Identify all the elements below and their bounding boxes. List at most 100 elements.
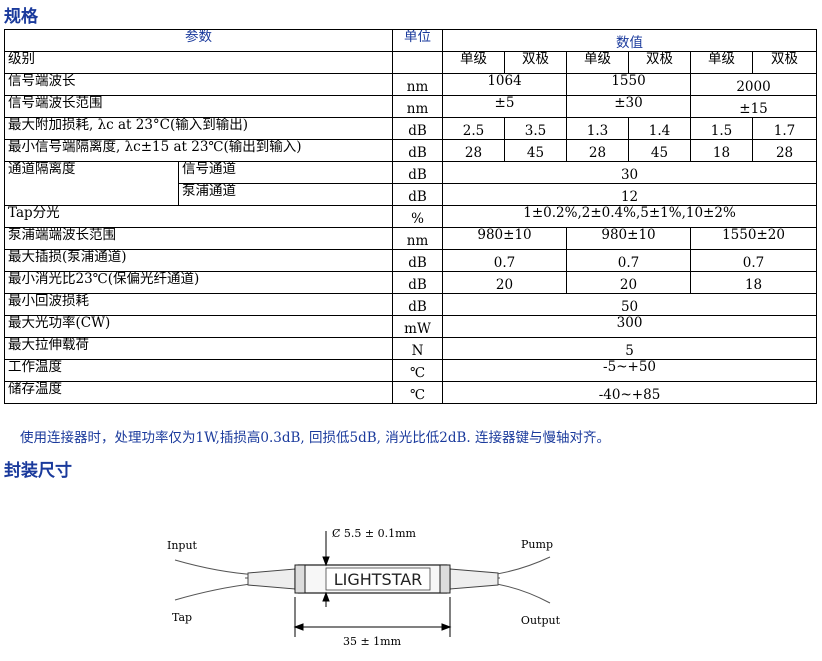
value-cell: 28 (751, 139, 818, 162)
row-label: 信号端波长 (4, 73, 393, 96)
row-label: 信号端波长范围 (4, 95, 393, 118)
right-boot (449, 568, 499, 590)
table-row: 最大附加损耗, λc at 23°C(输入到输出) dB 2.5 3.5 1.3… (4, 117, 818, 140)
value-cell: 980±10 (442, 227, 567, 250)
table-row: 最大光功率(CW) mW 300 (4, 315, 818, 338)
port-tap-label: Tap (172, 611, 192, 624)
package-drawing: LIGHTSTAR Ȼ 5.5 ± 0.1mm 35 ± 1mm Input T… (167, 527, 561, 648)
value-cell: 18 (689, 271, 818, 294)
brand-label: LIGHTSTAR (334, 570, 423, 589)
row-label: 通道隔离度 (4, 161, 179, 206)
unit-cell: dB (392, 139, 443, 162)
value-cell: 28 (566, 139, 629, 162)
value-cell: 3.5 (504, 117, 567, 140)
value-cell: 30 (441, 161, 818, 184)
header-param: 参数 (4, 29, 393, 52)
row-label: 工作温度 (4, 359, 393, 382)
value-cell: 1±0.2%,2±0.4%,5±1%,10±2% (441, 205, 818, 228)
diameter-label: Ȼ 5.5 ± 0.1mm (332, 527, 417, 540)
unit-cell: ℃ (392, 381, 443, 404)
package-section-title: 封装尺寸 (4, 461, 72, 481)
value-cell: -5~+50 (441, 359, 818, 382)
value-cell: 1.7 (751, 117, 818, 140)
unit-cell: dB (392, 161, 443, 184)
value-cell: 2.5 (442, 117, 505, 140)
row-label: 最大光功率(CW) (4, 315, 393, 338)
table-row: 最小信号端隔离度, λc±15 at 23℃(输出到输入) dB 28 45 2… (4, 139, 818, 162)
grade-cell: 单级 (566, 51, 629, 74)
grade-cell: 双极 (751, 51, 818, 74)
row-label: 最小信号端隔离度, λc±15 at 23℃(输出到输入) (4, 139, 393, 162)
row-sublabel: 泵浦通道 (178, 183, 393, 206)
spec-section-title: 规格 (4, 7, 38, 27)
value-cell: 980±10 (566, 227, 691, 250)
unit-cell: mW (392, 315, 443, 338)
unit-cell: nm (392, 95, 443, 118)
row-label: Tap分光 (4, 205, 393, 228)
table-row: 泵浦端端波长范围 nm 980±10 980±10 1550±20 (4, 227, 818, 250)
table-row: 信号端波长 nm 1064 1550 2000 (4, 73, 818, 96)
table-row: 工作温度 ℃ -5~+50 (4, 359, 818, 382)
value-cell: 0.7 (442, 249, 567, 272)
value-cell: 1550±20 (689, 227, 818, 250)
header-unit: 单位 (392, 29, 443, 52)
header-value: 数值 (441, 29, 818, 52)
unit-cell (392, 51, 443, 74)
table-header-row: 参数 单位 数值 (4, 29, 818, 52)
row-label: 储存温度 (4, 381, 393, 404)
unit-cell: dB (392, 117, 443, 140)
length-label: 35 ± 1mm (343, 635, 402, 648)
diameter-dimension (322, 531, 330, 607)
row-label: 最小回波损耗 (4, 293, 393, 316)
table-row: 通道隔离度 信号通道 dB 30 (4, 161, 818, 206)
port-output-label: Output (521, 614, 561, 627)
spec-table: 参数 单位 数值 级别 单级 双极 单级 双极 单级 双极 信号端波长 nm 1… (4, 29, 818, 404)
value-cell: -40~+85 (441, 381, 818, 404)
row-sublabel: 信号通道 (178, 161, 393, 184)
table-row: Tap分光 % 1±0.2%,2±0.4%,5±1%,10±2% (4, 205, 818, 228)
value-cell: 300 (441, 315, 818, 338)
row-label: 最大附加损耗, λc at 23°C(输入到输出) (4, 117, 393, 140)
value-cell: 5 (441, 337, 818, 360)
row-label: 最小消光比23℃(保偏光纤通道) (4, 271, 393, 294)
length-dimension (293, 597, 452, 637)
value-cell: 0.7 (689, 249, 818, 272)
port-pump-label: Pump (521, 538, 553, 551)
value-cell: ±5 (442, 95, 567, 118)
brand-box (325, 567, 431, 591)
value-cell: 45 (628, 139, 691, 162)
value-cell: 1064 (442, 73, 567, 96)
grade-cell: 双极 (628, 51, 691, 74)
table-row: 最小消光比23℃(保偏光纤通道) dB 20 20 18 (4, 271, 818, 294)
value-cell: 28 (442, 139, 505, 162)
value-cell: 12 (441, 183, 818, 206)
table-row: 储存温度 ℃ -40~+85 (4, 381, 818, 404)
left-boot (247, 568, 296, 590)
value-cell: 1.4 (628, 117, 691, 140)
value-cell: 0.7 (566, 249, 691, 272)
unit-cell: dB (392, 271, 443, 294)
table-row: 级别 单级 双极 单级 双极 单级 双极 (4, 51, 818, 74)
table-row: 最大拉伸载荷 N 5 (4, 337, 818, 360)
unit-cell: ℃ (392, 359, 443, 382)
table-row: 最大插损(泵浦通道) dB 0.7 0.7 0.7 (4, 249, 818, 272)
value-cell: 18 (690, 139, 753, 162)
grade-cell: 单级 (442, 51, 505, 74)
body-end-left (294, 564, 306, 594)
row-label: 级别 (4, 51, 393, 74)
value-cell: ±30 (566, 95, 691, 118)
value-cell: 2000 (689, 73, 818, 96)
row-label: 最大插损(泵浦通道) (4, 249, 393, 272)
value-cell: ±15 (689, 95, 818, 118)
unit-cell: dB (392, 183, 443, 206)
port-input-label: Input (167, 539, 198, 552)
connector-note: 使用连接器时，处理功率仅为1W,插损高0.3dB, 回损低5dB, 消光比低2d… (20, 430, 610, 446)
table-row: 信号端波长范围 nm ±5 ±30 ±15 (4, 95, 818, 118)
grade-cell: 双极 (504, 51, 567, 74)
row-label: 最大拉伸载荷 (4, 337, 393, 360)
value-cell: 1.5 (690, 117, 753, 140)
value-cell: 1550 (566, 73, 691, 96)
value-cell: 45 (504, 139, 567, 162)
row-label: 泵浦端端波长范围 (4, 227, 393, 250)
value-cell: 1.3 (566, 117, 629, 140)
